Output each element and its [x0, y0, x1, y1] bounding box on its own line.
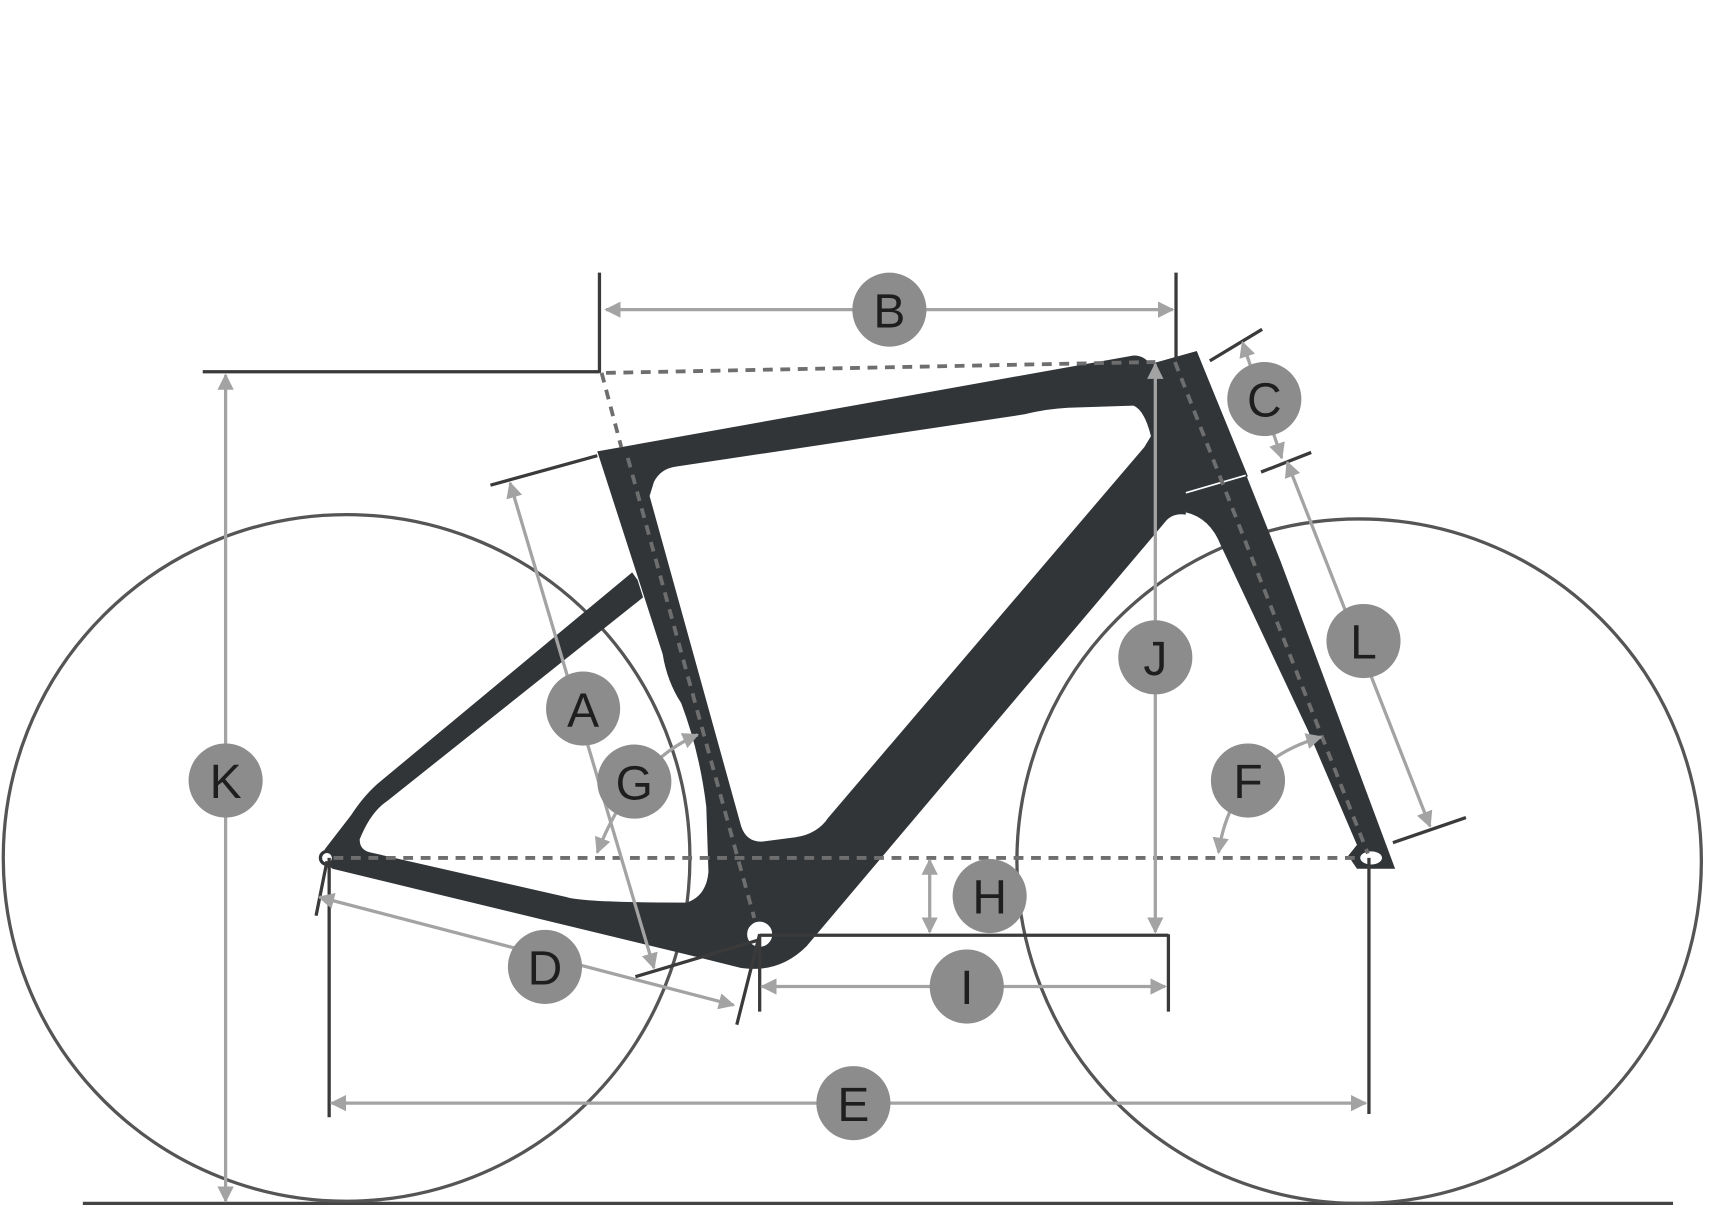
badge-a: A: [546, 671, 621, 746]
badge-h: H: [952, 858, 1027, 934]
svg-text:G: G: [616, 757, 653, 810]
badge-l: L: [1326, 603, 1401, 679]
svg-text:C: C: [1247, 375, 1282, 428]
svg-text:K: K: [210, 756, 242, 809]
badge-j: J: [1118, 620, 1193, 695]
badge-k: K: [188, 743, 263, 818]
badge-b: B: [852, 272, 927, 347]
badge-d: D: [507, 929, 583, 1004]
badge-c: C: [1227, 361, 1302, 437]
svg-text:E: E: [837, 1079, 869, 1132]
badge-e: E: [816, 1066, 891, 1141]
svg-text:D: D: [528, 943, 563, 996]
svg-text:B: B: [873, 285, 905, 338]
badge-i: I: [929, 949, 1004, 1024]
svg-text:H: H: [972, 872, 1007, 925]
frame: [318, 351, 1396, 969]
svg-text:I: I: [960, 962, 973, 1015]
svg-text:L: L: [1350, 617, 1377, 670]
badge-g: G: [597, 744, 672, 819]
svg-text:F: F: [1233, 756, 1262, 809]
svg-text:A: A: [567, 684, 599, 737]
badge-f: F: [1210, 743, 1286, 818]
front-axle: [1360, 851, 1383, 865]
svg-text:J: J: [1143, 633, 1167, 686]
